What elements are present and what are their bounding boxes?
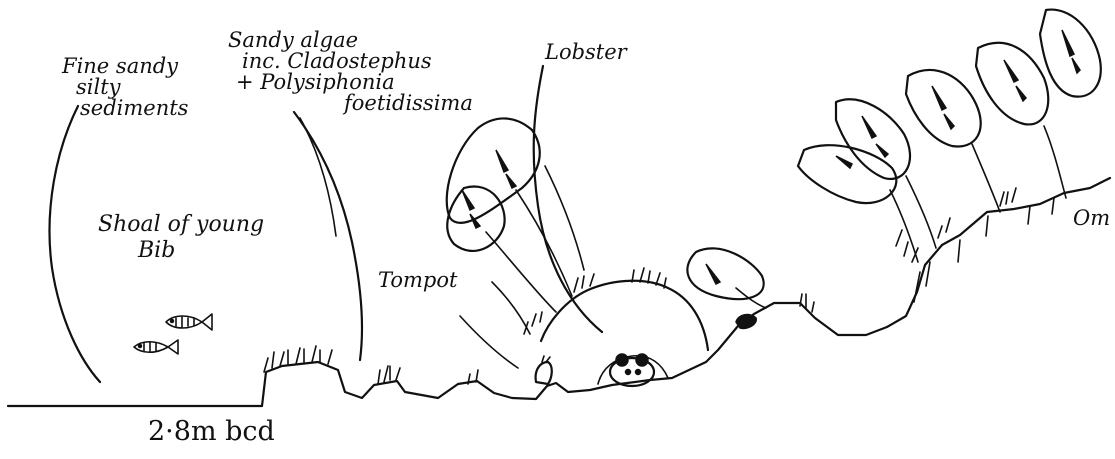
label-bib-line1: Shoal of young [98,212,264,238]
fish-icon [166,314,212,330]
label-tompot: Tompot [378,270,457,291]
label-algae-line2: inc. Cladostephus [228,51,473,72]
kelp-frond-icon [976,43,1048,125]
label-right-cut: Om [1073,208,1110,229]
tompot-leader [460,316,518,368]
tompot-leader-2 [492,282,530,334]
lobster-leader [534,66,602,332]
fish-icon [134,340,178,354]
kelp-stipe [890,190,918,262]
kelp-frond-icon [687,248,763,299]
label-sediment: Fine sandy silty sediments [62,56,188,119]
kelp-frond-icon [798,145,896,203]
label-bib: Shoal of young Bib [98,212,264,264]
label-algae-line1: Sandy algae [228,30,473,51]
label-depth: 2·8m bcd [148,418,275,446]
lobster-icon [610,354,654,386]
label-right-cut-text: Om [1073,208,1110,229]
kelp-stipe [1044,126,1066,198]
label-algae-line4: foetidissima [228,93,473,114]
label-sediment-line2: silty [62,77,188,98]
label-depth-text: 2·8m bcd [148,418,275,446]
sediment-leader [50,106,100,382]
label-lobster: Lobster [545,42,627,63]
label-lobster-text: Lobster [545,42,627,63]
kelp-frond-icon [836,99,910,179]
sponge-patch [736,315,756,329]
kelp-stipe [972,144,1000,212]
kelp-frond-icon [447,118,540,223]
algae-leader [294,112,362,360]
label-tompot-text: Tompot [378,270,457,291]
label-sediment-line1: Fine sandy [62,56,188,77]
label-sediment-line3: sediments [62,98,188,119]
tompot-blenny-icon [536,356,552,384]
label-bib-line2: Bib [98,238,264,264]
frond-marks [462,30,1080,284]
label-algae: Sandy algae inc. Cladostephus + Polysiph… [228,30,473,114]
label-algae-line3: + Polysiphonia [228,72,473,93]
